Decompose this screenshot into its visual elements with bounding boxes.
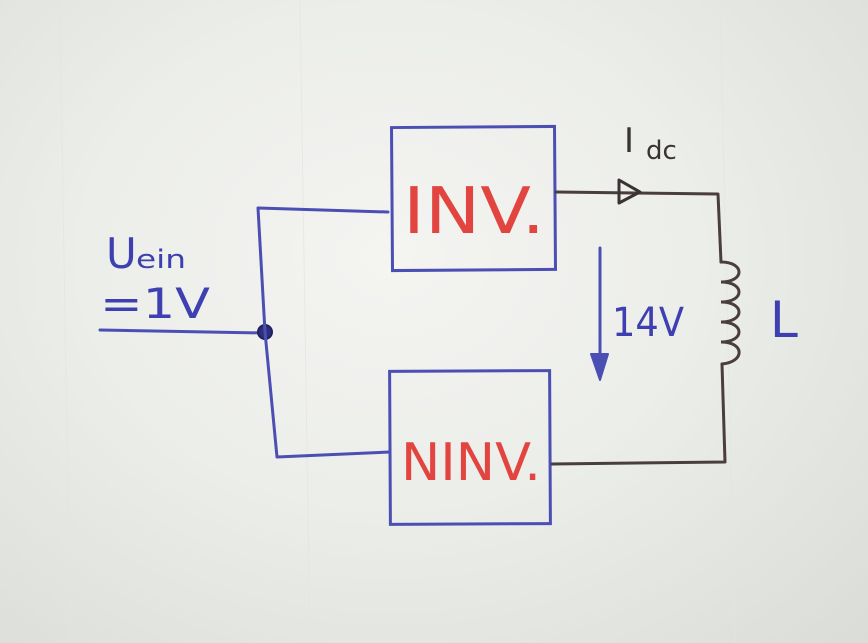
- inductor-coil: [719, 260, 741, 366]
- current-arrow-icon: [617, 178, 642, 205]
- lower-branch-wire: [263, 330, 392, 459]
- voltage-label: 14V: [612, 300, 685, 346]
- inverter-box: [389, 124, 558, 273]
- input-symbol: U: [106, 229, 137, 278]
- current-symbol: I: [624, 121, 634, 161]
- non-inverter-box: [388, 369, 552, 526]
- current-symbol-subscript: dc: [646, 136, 677, 166]
- non-inverter-label: NINV.: [401, 433, 541, 493]
- output-wire-bottom: [550, 362, 727, 466]
- voltage-arrow-icon: [590, 353, 609, 381]
- upper-branch-wire: [256, 206, 390, 334]
- input-value: =1V: [100, 279, 210, 328]
- input-symbol-subscript: ein: [136, 245, 186, 275]
- inverter-label: INV.: [403, 175, 545, 249]
- output-wire-top: [554, 190, 723, 264]
- input-wire: [98, 328, 267, 335]
- inductor-label: L: [770, 291, 798, 349]
